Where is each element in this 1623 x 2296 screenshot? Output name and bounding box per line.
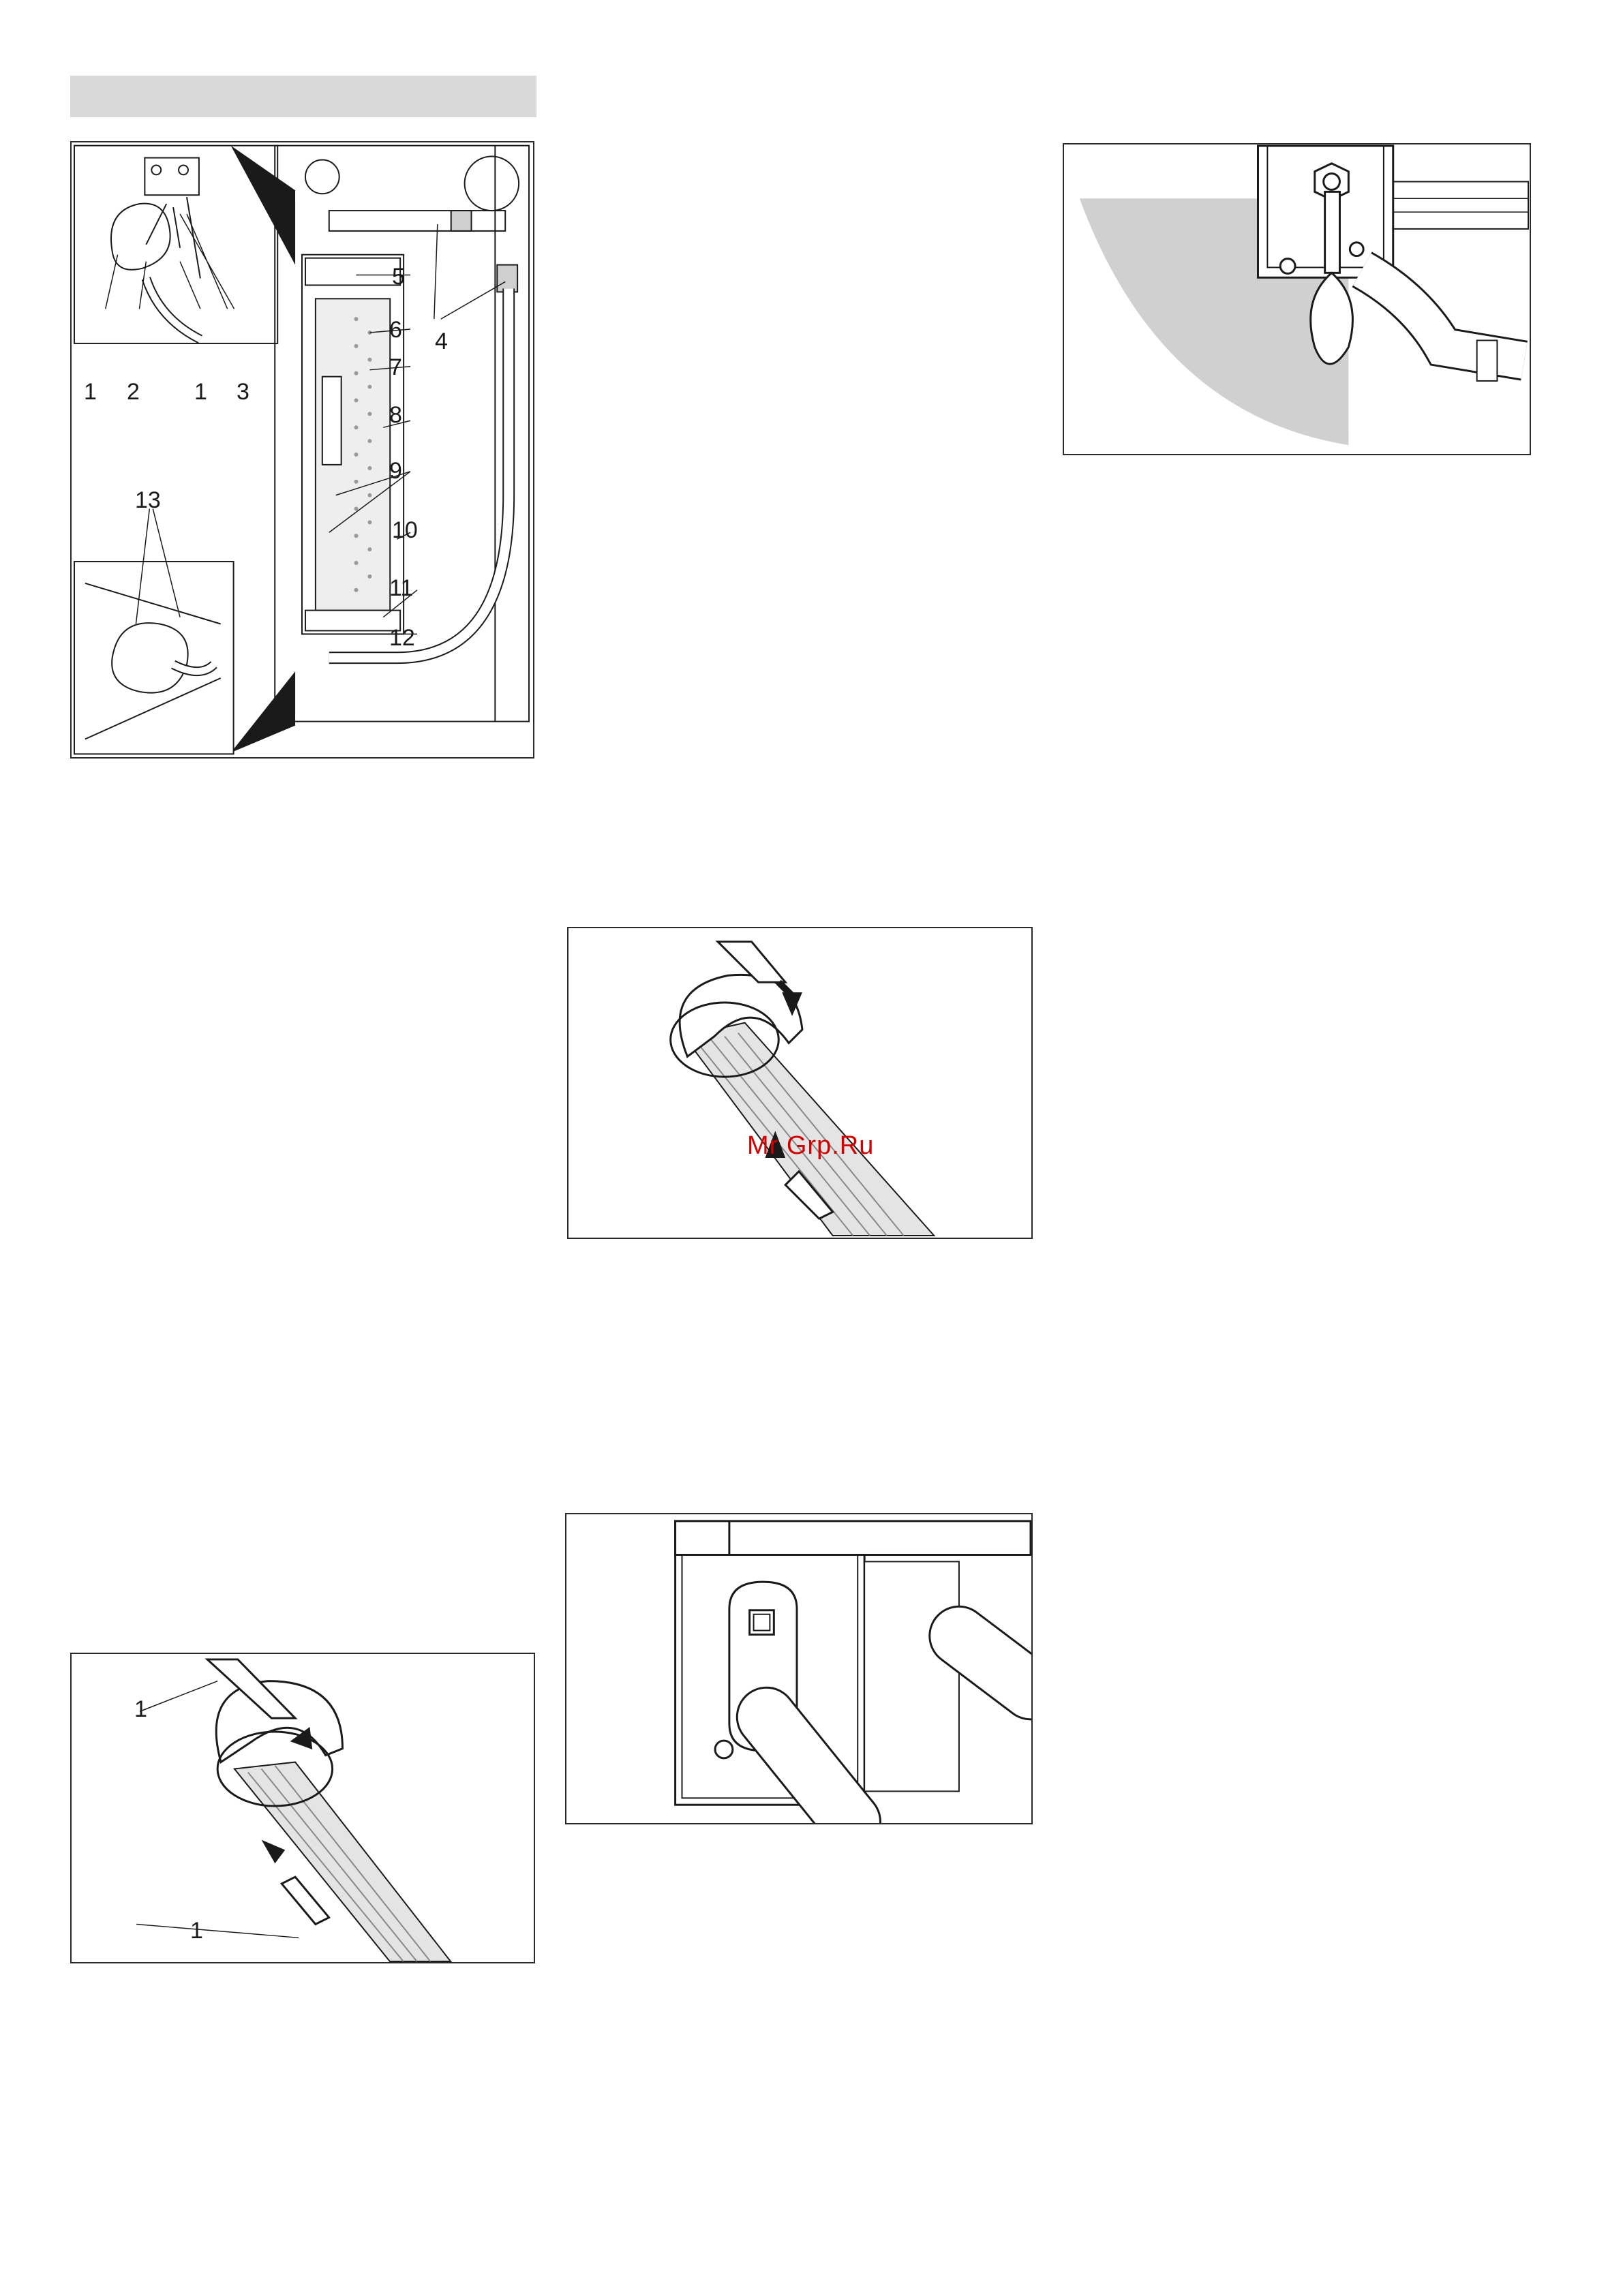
- callout-7: 7: [389, 356, 402, 379]
- watermark-text: Mr Grp.Ru: [747, 1131, 874, 1161]
- callout-2: 2: [127, 380, 140, 403]
- callout-6: 6: [389, 318, 402, 341]
- figure-clip-bottom: 1 1: [70, 1653, 535, 1963]
- callout-9: 9: [389, 459, 402, 483]
- drain-valve-drawing: [1064, 144, 1530, 454]
- callout-13: 13: [135, 489, 161, 512]
- callout-1a: 1: [84, 380, 97, 403]
- clip-mid-drawing: [568, 928, 1031, 1238]
- figure-drain-valve: [1063, 143, 1531, 455]
- callout-4: 4: [435, 330, 448, 353]
- callout-8: 8: [389, 403, 402, 427]
- callout-10: 10: [392, 519, 418, 542]
- callout-3: 3: [237, 380, 249, 403]
- callout-11: 11: [389, 577, 413, 600]
- callout-12: 12: [389, 626, 415, 649]
- callout-1-top: 1: [134, 1698, 147, 1721]
- filter-assembly-drawing: [72, 142, 533, 757]
- callout-5: 5: [392, 265, 405, 288]
- callout-1b: 1: [194, 380, 207, 403]
- figure-valve-body: [565, 1513, 1033, 1824]
- section-header-bar: [70, 76, 536, 117]
- figure-filter-assembly: 1 2 1 3 4 5 6 7 8 9 10 11 12 13: [70, 141, 534, 759]
- callout-1-bottom: 1: [190, 1919, 203, 1942]
- figure-clip-mid: Mr Grp.Ru: [567, 927, 1033, 1239]
- valve-body-drawing: [566, 1514, 1031, 1823]
